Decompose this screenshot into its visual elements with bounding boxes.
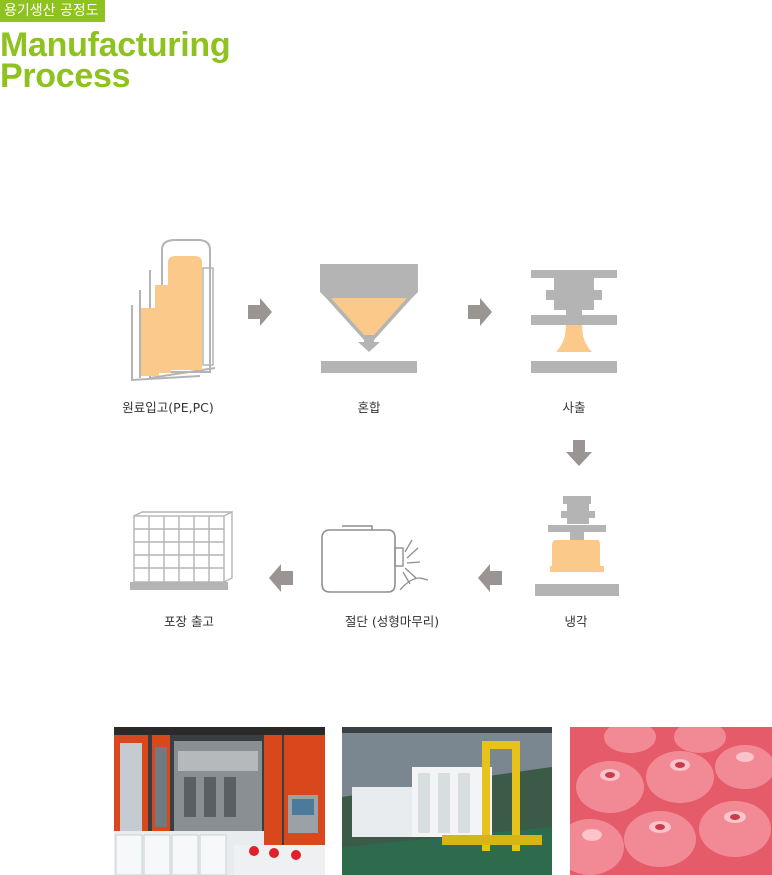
step-label-mixing: 혼합 xyxy=(357,400,381,415)
process-diagram xyxy=(130,239,619,596)
cooling-machine-icon xyxy=(535,496,619,596)
raw-material-silo-icon xyxy=(131,239,216,382)
mixing-hopper-icon xyxy=(320,264,418,373)
photo-machine xyxy=(114,727,325,875)
cutting-container-icon xyxy=(321,525,429,593)
title-line-1: Manufacturing xyxy=(0,26,231,64)
injection-machine-icon xyxy=(531,270,617,373)
step-label-cutting: 절단 (성형마무리) xyxy=(344,614,440,629)
step-label-raw-material: 원료입고(PE,PC) xyxy=(122,400,214,415)
arrow-right-icon xyxy=(468,298,492,326)
photo-factory xyxy=(342,727,552,875)
page-title: Manufacturing Process xyxy=(0,26,231,95)
pallet-boxes-icon xyxy=(130,510,233,590)
arrow-right-icon xyxy=(248,298,272,326)
section-badge: 용기생산 공정도 xyxy=(0,0,105,22)
arrow-left-icon xyxy=(269,564,293,592)
title-line-2: Process xyxy=(0,57,131,95)
step-label-injection: 사출 xyxy=(562,400,586,415)
photo-bottles xyxy=(570,727,772,875)
arrow-left-icon xyxy=(478,564,502,592)
step-label-cooling: 냉각 xyxy=(564,614,588,629)
step-label-shipping: 포장 출고 xyxy=(164,614,214,629)
arrow-down-icon xyxy=(566,440,592,466)
